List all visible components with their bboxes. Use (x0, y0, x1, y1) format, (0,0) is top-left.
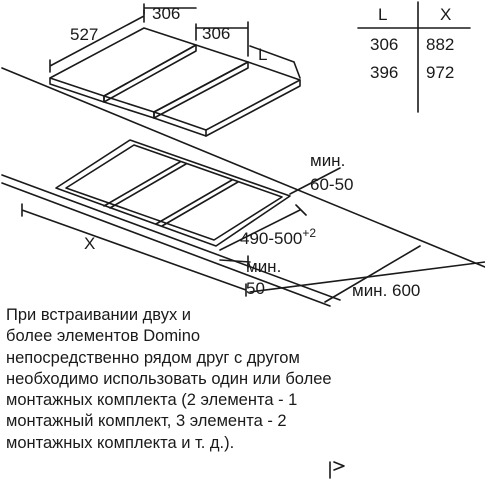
dim-min-50-line (219, 255, 251, 269)
min-side-label: мин. 600 (352, 281, 420, 300)
dim-min-60-line (289, 167, 341, 195)
hob-module-3 (153, 61, 301, 137)
countertop-back-edge (1, 67, 485, 268)
min-back-label: мин. (310, 151, 345, 170)
dim-l-line (249, 45, 301, 79)
dim-min-600-line (324, 245, 421, 303)
dim-depth: 490-500+2 (240, 226, 316, 248)
table-cell-r1c2: 882 (426, 35, 454, 54)
note-line: монтажных комплекта (2 элемента - 1 (6, 391, 298, 410)
dim-527: 527 (70, 25, 98, 44)
dim-x-label: X (84, 234, 95, 253)
table-header-l: L (378, 5, 387, 24)
countertop-front-edge-1 (1, 174, 341, 301)
note-line: монтажный комплект, 3 элемента - 2 (6, 412, 287, 431)
note-line: более элементов Domino (6, 327, 201, 346)
note-line: необходимо использовать один или более (6, 369, 332, 388)
dim-306-b: 306 (202, 24, 230, 43)
note-line: непосредственно рядом друг с другом (6, 348, 300, 367)
dim-306-a-line (143, 3, 197, 41)
cutout-outline (55, 139, 291, 247)
note-line: монтажных комплекта и т. д.). (6, 433, 235, 452)
dim-l: L (258, 45, 267, 64)
table-cell-r1c1: 306 (370, 35, 398, 54)
hob-module-2 (103, 44, 249, 119)
table-header-x: X (440, 5, 451, 24)
min-front-value: 50 (246, 279, 265, 298)
dim-depth-line (219, 204, 307, 251)
table-grid (357, 1, 471, 113)
dim-depth-value: 490-500 (240, 229, 302, 248)
table-cell-r2c1: 396 (370, 63, 398, 82)
note-line: При встраивании двух и (6, 306, 192, 324)
dim-depth-tolerance: +2 (302, 226, 316, 240)
dim-306-b-line (195, 21, 249, 57)
min-back-value: 60-50 (310, 175, 353, 194)
partial-mark (329, 461, 345, 479)
countertop-front-edge-2 (1, 182, 331, 307)
dim-306-a: 306 (152, 4, 180, 23)
dim-x-line (21, 203, 247, 297)
installation-note: При встраивании двух и более элементов D… (6, 305, 481, 454)
table-cell-r2c2: 972 (426, 63, 454, 82)
min-front-label: мин. (246, 257, 281, 276)
